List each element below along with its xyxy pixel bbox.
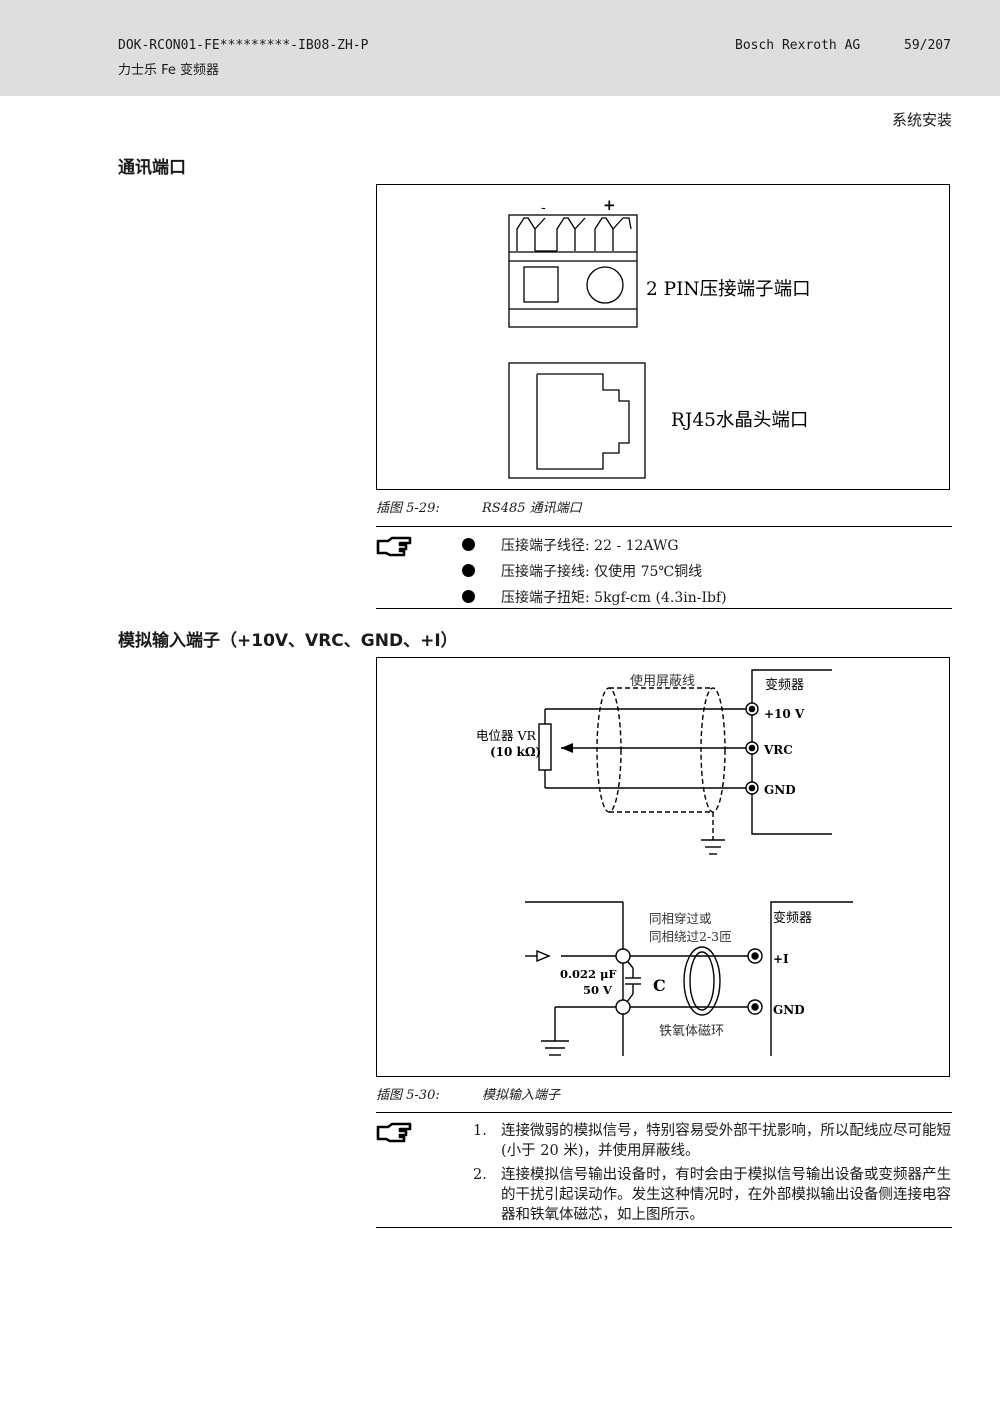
terminal-gnd-2: GND <box>773 1003 805 1017</box>
note-number: 1. <box>473 1123 487 1139</box>
pin-terminal-label: 2 PIN压接端子端口 <box>646 279 811 300</box>
divider <box>376 608 952 609</box>
pin-terminal-drawing <box>508 214 638 328</box>
note-item: 1. 连接微弱的模拟信号，特别容易受外部干扰影响，所以配线应尽可能短(小于 20… <box>473 1121 951 1161</box>
caption-number: 插图 5-30: <box>376 1088 440 1103</box>
doc-code: DOK-RCON01-FE*********-IB08-ZH-P <box>118 38 369 53</box>
note-item: 2. 连接模拟信号输出设备时，有时会由于模拟信号输出设备或变频器产生的干扰引起误… <box>473 1165 951 1225</box>
bullet-dot <box>462 538 475 551</box>
terminal-10v: +10 V <box>764 707 805 721</box>
caption-text: 模拟输入端子 <box>482 1088 561 1103</box>
plus-label: + <box>603 196 616 214</box>
bullet-item: 压接端子线径: 22 - 12AWG <box>462 535 679 555</box>
page-number: 59/207 <box>904 38 951 53</box>
note-text: 连接微弱的模拟信号，特别容易受外部干扰影响，所以配线应尽可能短(小于 20 米)… <box>501 1123 951 1159</box>
page-header: DOK-RCON01-FE*********-IB08-ZH-P 力士乐 Fe … <box>0 0 1000 96</box>
bullet-text: 压接端子扭矩: 5kgf-cm (4.3in-Ibf) <box>501 590 727 606</box>
bullet-item: 压接端子接线: 仅使用 75℃铜线 <box>462 561 702 581</box>
capacitor-symbol: C <box>653 976 666 995</box>
pointing-hand-icon <box>376 536 412 557</box>
rj45-jack-drawing <box>508 362 646 479</box>
bullet-dot <box>462 564 475 577</box>
figure-caption-5-29: 插图 5-29: RS485 通讯端口 <box>376 497 582 516</box>
shield-cable-label: 使用屏蔽线 <box>630 673 695 689</box>
caption-number: 插图 5-29: <box>376 501 440 516</box>
inverter-label-2: 变频器 <box>773 910 812 926</box>
bullet-item: 压接端子扭矩: 5kgf-cm (4.3in-Ibf) <box>462 587 727 607</box>
pot-value: (10 kΩ) <box>490 745 541 759</box>
thread-note-2: 同相绕过2-3匝 <box>649 929 732 944</box>
divider <box>376 1227 952 1228</box>
note-number: 2. <box>473 1167 487 1183</box>
company-name: Bosch Rexroth AG <box>735 38 861 53</box>
ferrite-label: 铁氧体磁环 <box>659 1024 724 1039</box>
capacitor-value: 0.022 μF <box>560 967 617 981</box>
note-text: 连接模拟信号输出设备时，有时会由于模拟信号输出设备或变频器产生的干扰引起误动作。… <box>501 1167 951 1223</box>
product-name: 力士乐 Fe 变频器 <box>118 63 220 78</box>
terminal-gnd: GND <box>764 783 796 797</box>
rj45-label: RJ45水晶头端口 <box>671 410 808 431</box>
inverter-label: 变频器 <box>765 677 804 693</box>
figure-caption-5-30: 插图 5-30: 模拟输入端子 <box>376 1084 560 1103</box>
figure-analog-input: 使用屏蔽线 变频器 电位器 VR (10 kΩ) +10 V VRC GND 同… <box>376 657 950 1077</box>
section-title-comm-port: 通讯端口 <box>118 158 186 178</box>
terminal-i: +I <box>773 952 789 966</box>
minus-label: - <box>541 200 546 216</box>
pot-label: 电位器 VR <box>476 728 537 743</box>
thread-note-1: 同相穿过或 <box>649 911 712 926</box>
bullet-text: 压接端子线径: 22 - 12AWG <box>501 538 679 554</box>
caption-text: RS485 通讯端口 <box>482 501 582 516</box>
divider <box>376 1112 952 1113</box>
terminal-vrc: VRC <box>763 743 793 757</box>
section-title-analog-input: 模拟输入端子（+10V、VRC、GND、+I） <box>118 631 458 651</box>
capacitor-voltage: 50 V <box>583 983 613 997</box>
bullet-dot <box>462 590 475 603</box>
bullet-text: 压接端子接线: 仅使用 75℃铜线 <box>501 564 703 580</box>
divider <box>376 526 952 527</box>
pointing-hand-icon <box>376 1122 412 1143</box>
figure-rs485-port: - + 2 PIN压接端子端口 RJ45水晶头端口 <box>376 184 950 490</box>
section-label: 系统安装 <box>891 111 952 129</box>
